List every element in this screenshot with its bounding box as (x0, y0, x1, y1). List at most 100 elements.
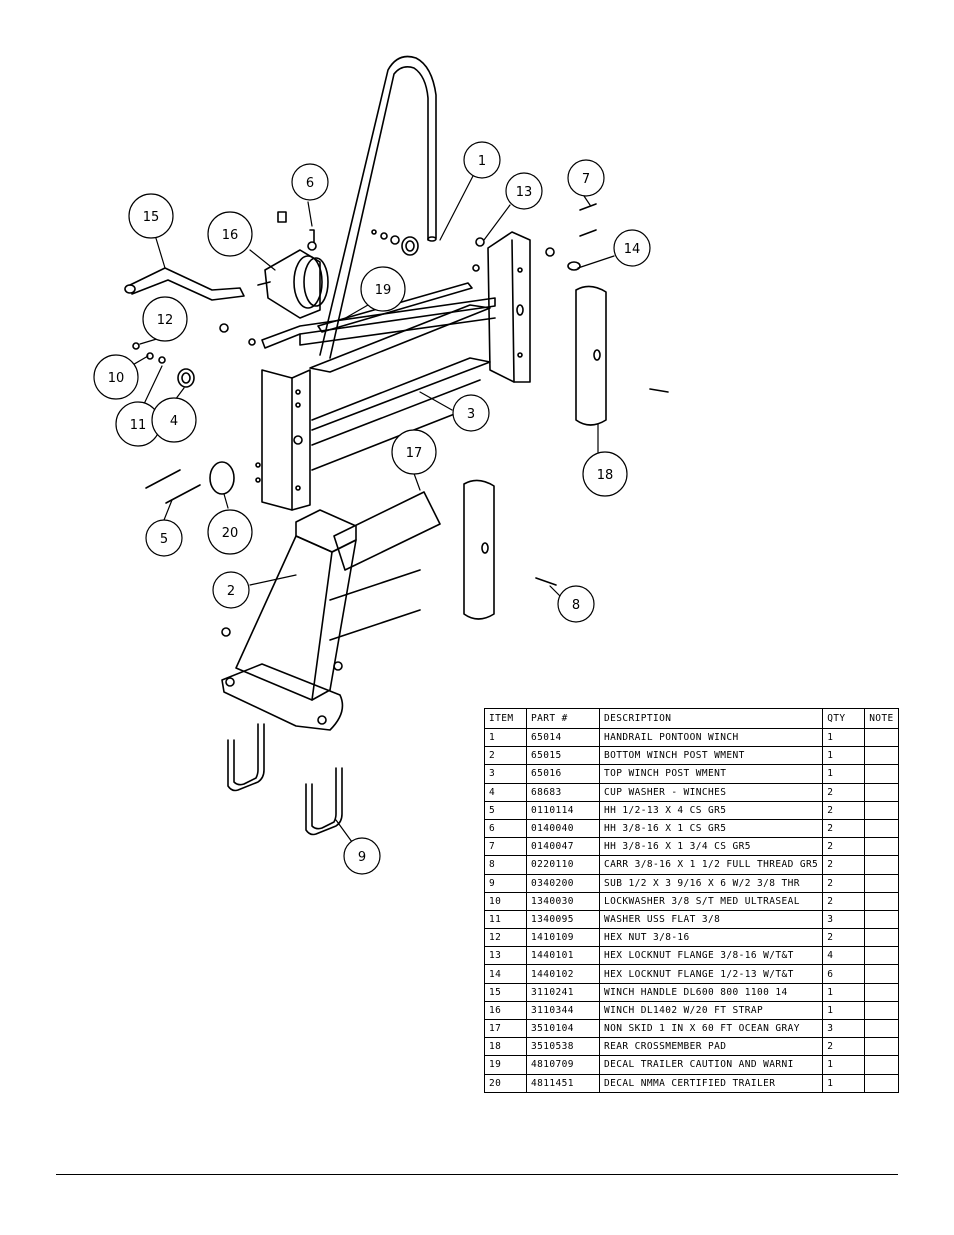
note-cell (864, 909, 899, 930)
callout-7: 7 (567, 159, 605, 197)
callout-13: 13 (505, 172, 543, 210)
description-cell: HANDRAIL PONTOON WINCH (598, 727, 824, 748)
part-number-cell: 3510538 (526, 1037, 600, 1057)
description-cell: HH 3/8-16 X 1 3/4 CS GR5 (598, 837, 824, 857)
note-cell (864, 837, 899, 857)
part-number-cell: 4810709 (526, 1055, 600, 1075)
note-cell (864, 928, 899, 948)
description-cell: DECAL TRAILER CAUTION AND WARNI (598, 1055, 824, 1075)
qty-cell: 2 (822, 800, 866, 820)
callout-11: 11 (115, 401, 161, 447)
svg-text:1: 1 (478, 154, 486, 169)
note-cell (864, 1018, 899, 1039)
callout-17: 17 (391, 429, 437, 475)
qty-cell: 1 (822, 1000, 866, 1021)
qty-cell: 1 (822, 982, 866, 1002)
top-winch-post-part (255, 231, 531, 511)
item-cell: 16 (484, 1000, 527, 1021)
item-cell: 15 (484, 982, 527, 1002)
item-cell: 19 (484, 1055, 527, 1075)
note-cell (864, 891, 899, 911)
description-cell: REAR CROSSMEMBER PAD (598, 1037, 824, 1057)
description-cell: BOTTOM WINCH POST WMENT (598, 746, 824, 766)
description-cell: WINCH HANDLE DL600 800 1100 14 (598, 982, 824, 1002)
callout-14: 14 (613, 229, 651, 267)
qty-cell: 1 (822, 1055, 866, 1075)
part-number-cell: 0110114 (526, 800, 600, 820)
winch-handle-part (124, 267, 245, 301)
u-bolt-part (227, 723, 343, 836)
svg-text:11: 11 (130, 418, 147, 433)
description-cell: CARR 3/8-16 X 1 1/2 FULL THREAD GR5 (598, 855, 824, 875)
callout-10: 10 (93, 354, 139, 400)
svg-text:13: 13 (516, 185, 533, 200)
svg-text:9: 9 (358, 850, 366, 865)
callout-8: 8 (557, 585, 595, 623)
svg-text:2: 2 (227, 584, 235, 599)
description-cell: LOCKWASHER 3/8 S/T MED ULTRASEAL (598, 891, 824, 911)
note-cell (864, 764, 899, 784)
note-cell (864, 946, 899, 966)
qty-cell: 2 (822, 855, 866, 875)
qty-cell: 2 (822, 837, 866, 857)
qty-cell: 1 (822, 746, 866, 766)
callout-12: 12 (142, 296, 188, 342)
part-number-cell: 1440101 (526, 946, 600, 966)
table-header-row: ITEM PART # DESCRIPTION QTY NOTE (484, 708, 899, 729)
note-cell (864, 1037, 899, 1057)
part-number-cell: 3110344 (526, 1000, 600, 1021)
header-description: DESCRIPTION (598, 708, 824, 729)
item-cell: 5 (484, 800, 527, 820)
description-cell: CUP WASHER - WINCHES (598, 782, 824, 802)
callout-19: 19 (360, 266, 406, 312)
qty-cell: 2 (822, 1037, 866, 1057)
callout-6: 6 (291, 163, 329, 201)
callout-1: 1 (463, 141, 501, 179)
item-cell: 8 (484, 855, 527, 875)
svg-text:19: 19 (375, 283, 392, 298)
note-cell (864, 873, 899, 893)
svg-text:4: 4 (170, 414, 178, 429)
qty-cell: 2 (822, 782, 866, 802)
part-number-cell: 3510104 (526, 1018, 600, 1039)
note-cell (864, 855, 899, 875)
description-cell: HH 1/2-13 X 4 CS GR5 (598, 800, 824, 820)
note-cell (864, 1000, 899, 1021)
item-cell: 10 (484, 891, 527, 911)
part-number-cell: 65014 (526, 727, 600, 748)
description-cell: WINCH DL1402 W/20 FT STRAP (598, 1000, 824, 1021)
callout-bubbles: 1 13 7 14 6 16 15 19 12 10 11 4 3 17 18 … (93, 141, 651, 875)
description-cell: DECAL NMMA CERTIFIED TRAILER (598, 1073, 824, 1093)
hardware-part (132, 203, 669, 586)
qty-cell: 1 (822, 1073, 866, 1093)
svg-text:6: 6 (306, 176, 314, 191)
item-cell: 4 (484, 782, 527, 802)
note-cell (864, 782, 899, 802)
rear-crossmember-pad-part (463, 285, 607, 620)
description-cell: TOP WINCH POST WMENT (598, 764, 824, 784)
callout-15: 15 (128, 193, 174, 239)
callout-3: 3 (452, 394, 490, 432)
part-number-cell: 1410109 (526, 928, 600, 948)
bottom-winch-post-part (221, 509, 421, 731)
svg-text:3: 3 (467, 407, 475, 422)
decal-caution-part (317, 282, 473, 333)
callout-2: 2 (212, 571, 250, 609)
note-cell (864, 746, 899, 766)
header-item: ITEM (484, 708, 527, 729)
part-number-cell: 1440102 (526, 964, 600, 984)
header-note: NOTE (864, 708, 899, 729)
callout-9: 9 (343, 837, 381, 875)
